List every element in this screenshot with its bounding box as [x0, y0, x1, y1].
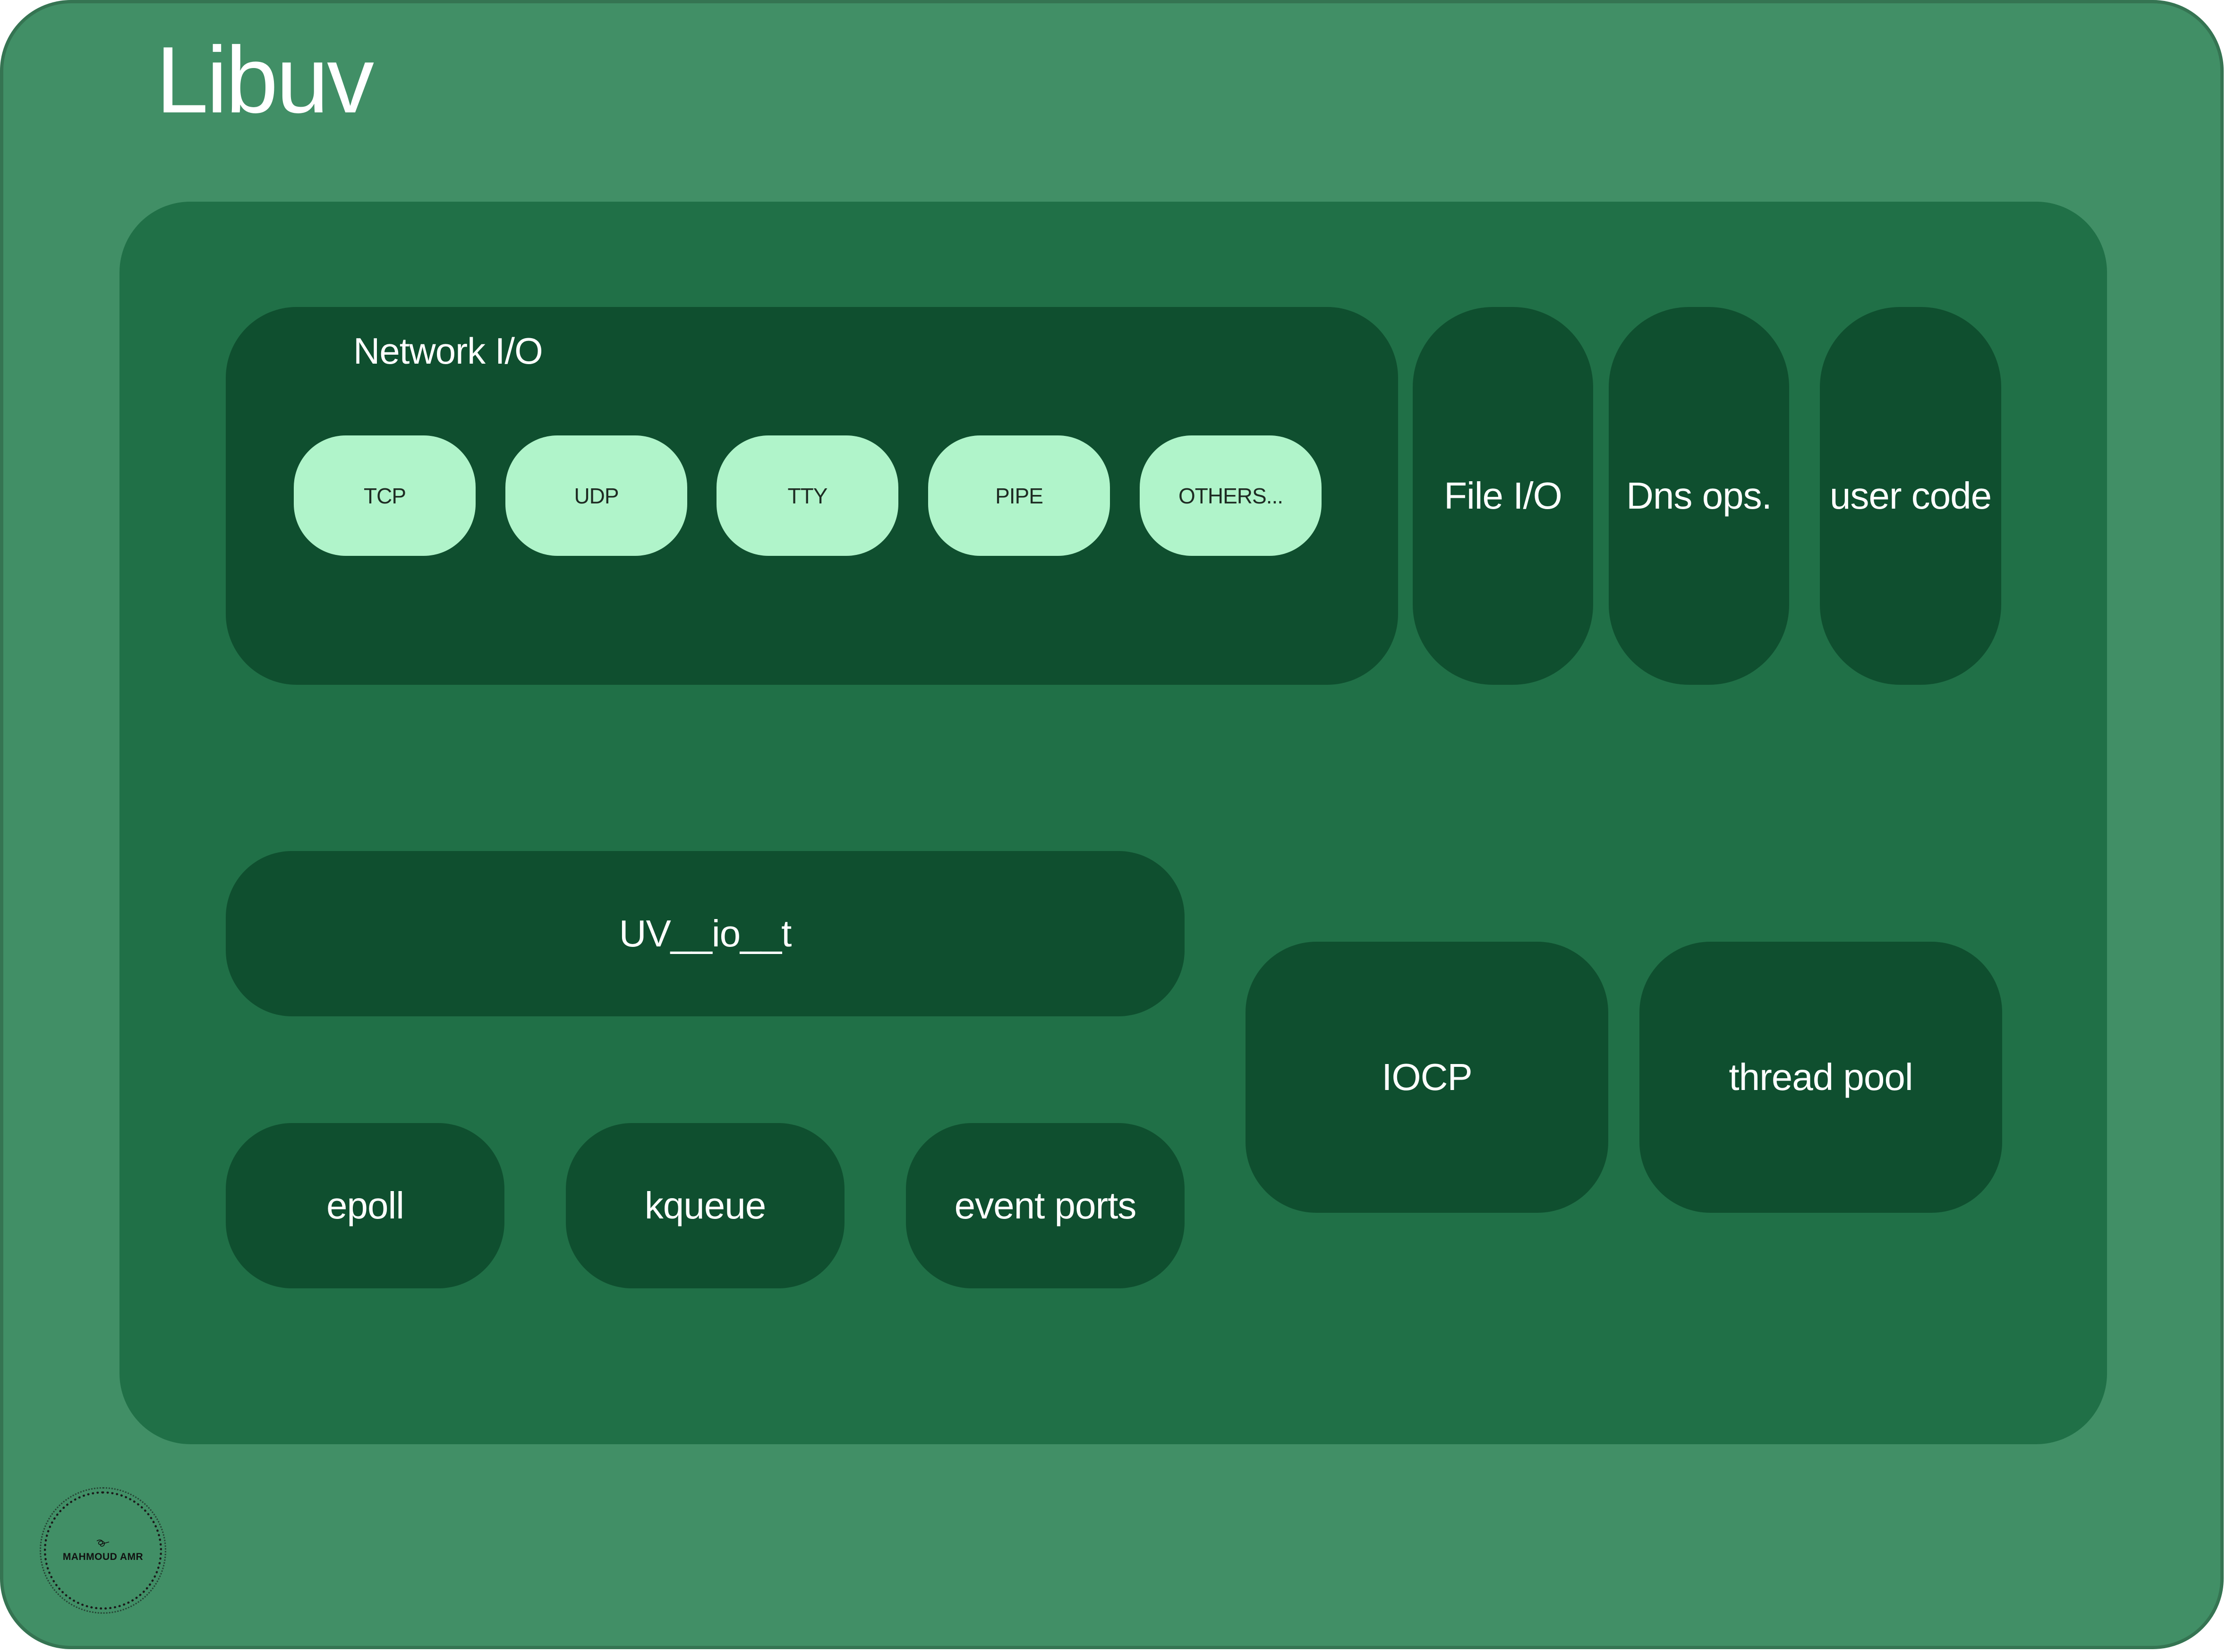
card-label: event ports: [954, 1184, 1137, 1226]
chip-label: PIPE: [995, 483, 1043, 508]
chip-tty: TTY: [717, 435, 898, 556]
diagram-title: Libuv: [156, 27, 374, 133]
user-code-card: user code: [1820, 307, 2001, 685]
card-label: thread pool: [1729, 1056, 1913, 1098]
event-ports-card: event ports: [906, 1123, 1185, 1288]
card-label: UV__io__t: [619, 912, 792, 954]
author-watermark: MAHMOUD AMR: [40, 1487, 166, 1614]
card-label: IOCP: [1382, 1056, 1473, 1098]
watermark-label: MAHMOUD AMR: [62, 1551, 144, 1562]
card-label: kqueue: [644, 1184, 766, 1226]
chip-label: UDP: [574, 483, 619, 508]
kqueue-card: kqueue: [566, 1123, 845, 1288]
chip-label: TTY: [787, 483, 828, 508]
iocp-card: IOCP: [1246, 942, 1608, 1213]
card-label: Dns ops.: [1626, 475, 1772, 517]
card-label: epoll: [326, 1184, 404, 1226]
epoll-card: epoll: [226, 1123, 504, 1288]
card-label: File I/O: [1444, 475, 1562, 517]
chip-udp: UDP: [505, 435, 687, 556]
signature-icon: [96, 1540, 110, 1547]
uv-io-t-card: UV__io__t: [226, 851, 1185, 1016]
network-io-card: Network I/O TCP UDP TTY PIPE OTHERS...: [226, 307, 1398, 685]
chip-pipe: PIPE: [928, 435, 1110, 556]
chip-tcp: TCP: [294, 435, 476, 556]
file-io-card: File I/O: [1413, 307, 1593, 685]
chip-label: OTHERS...: [1178, 483, 1283, 508]
card-label: user code: [1829, 475, 1992, 517]
network-io-title: Network I/O: [353, 330, 543, 372]
thread-pool-card: thread pool: [1639, 942, 2002, 1213]
chip-label: TCP: [364, 483, 406, 508]
dns-ops-card: Dns ops.: [1609, 307, 1789, 685]
chip-others: OTHERS...: [1140, 435, 1322, 556]
